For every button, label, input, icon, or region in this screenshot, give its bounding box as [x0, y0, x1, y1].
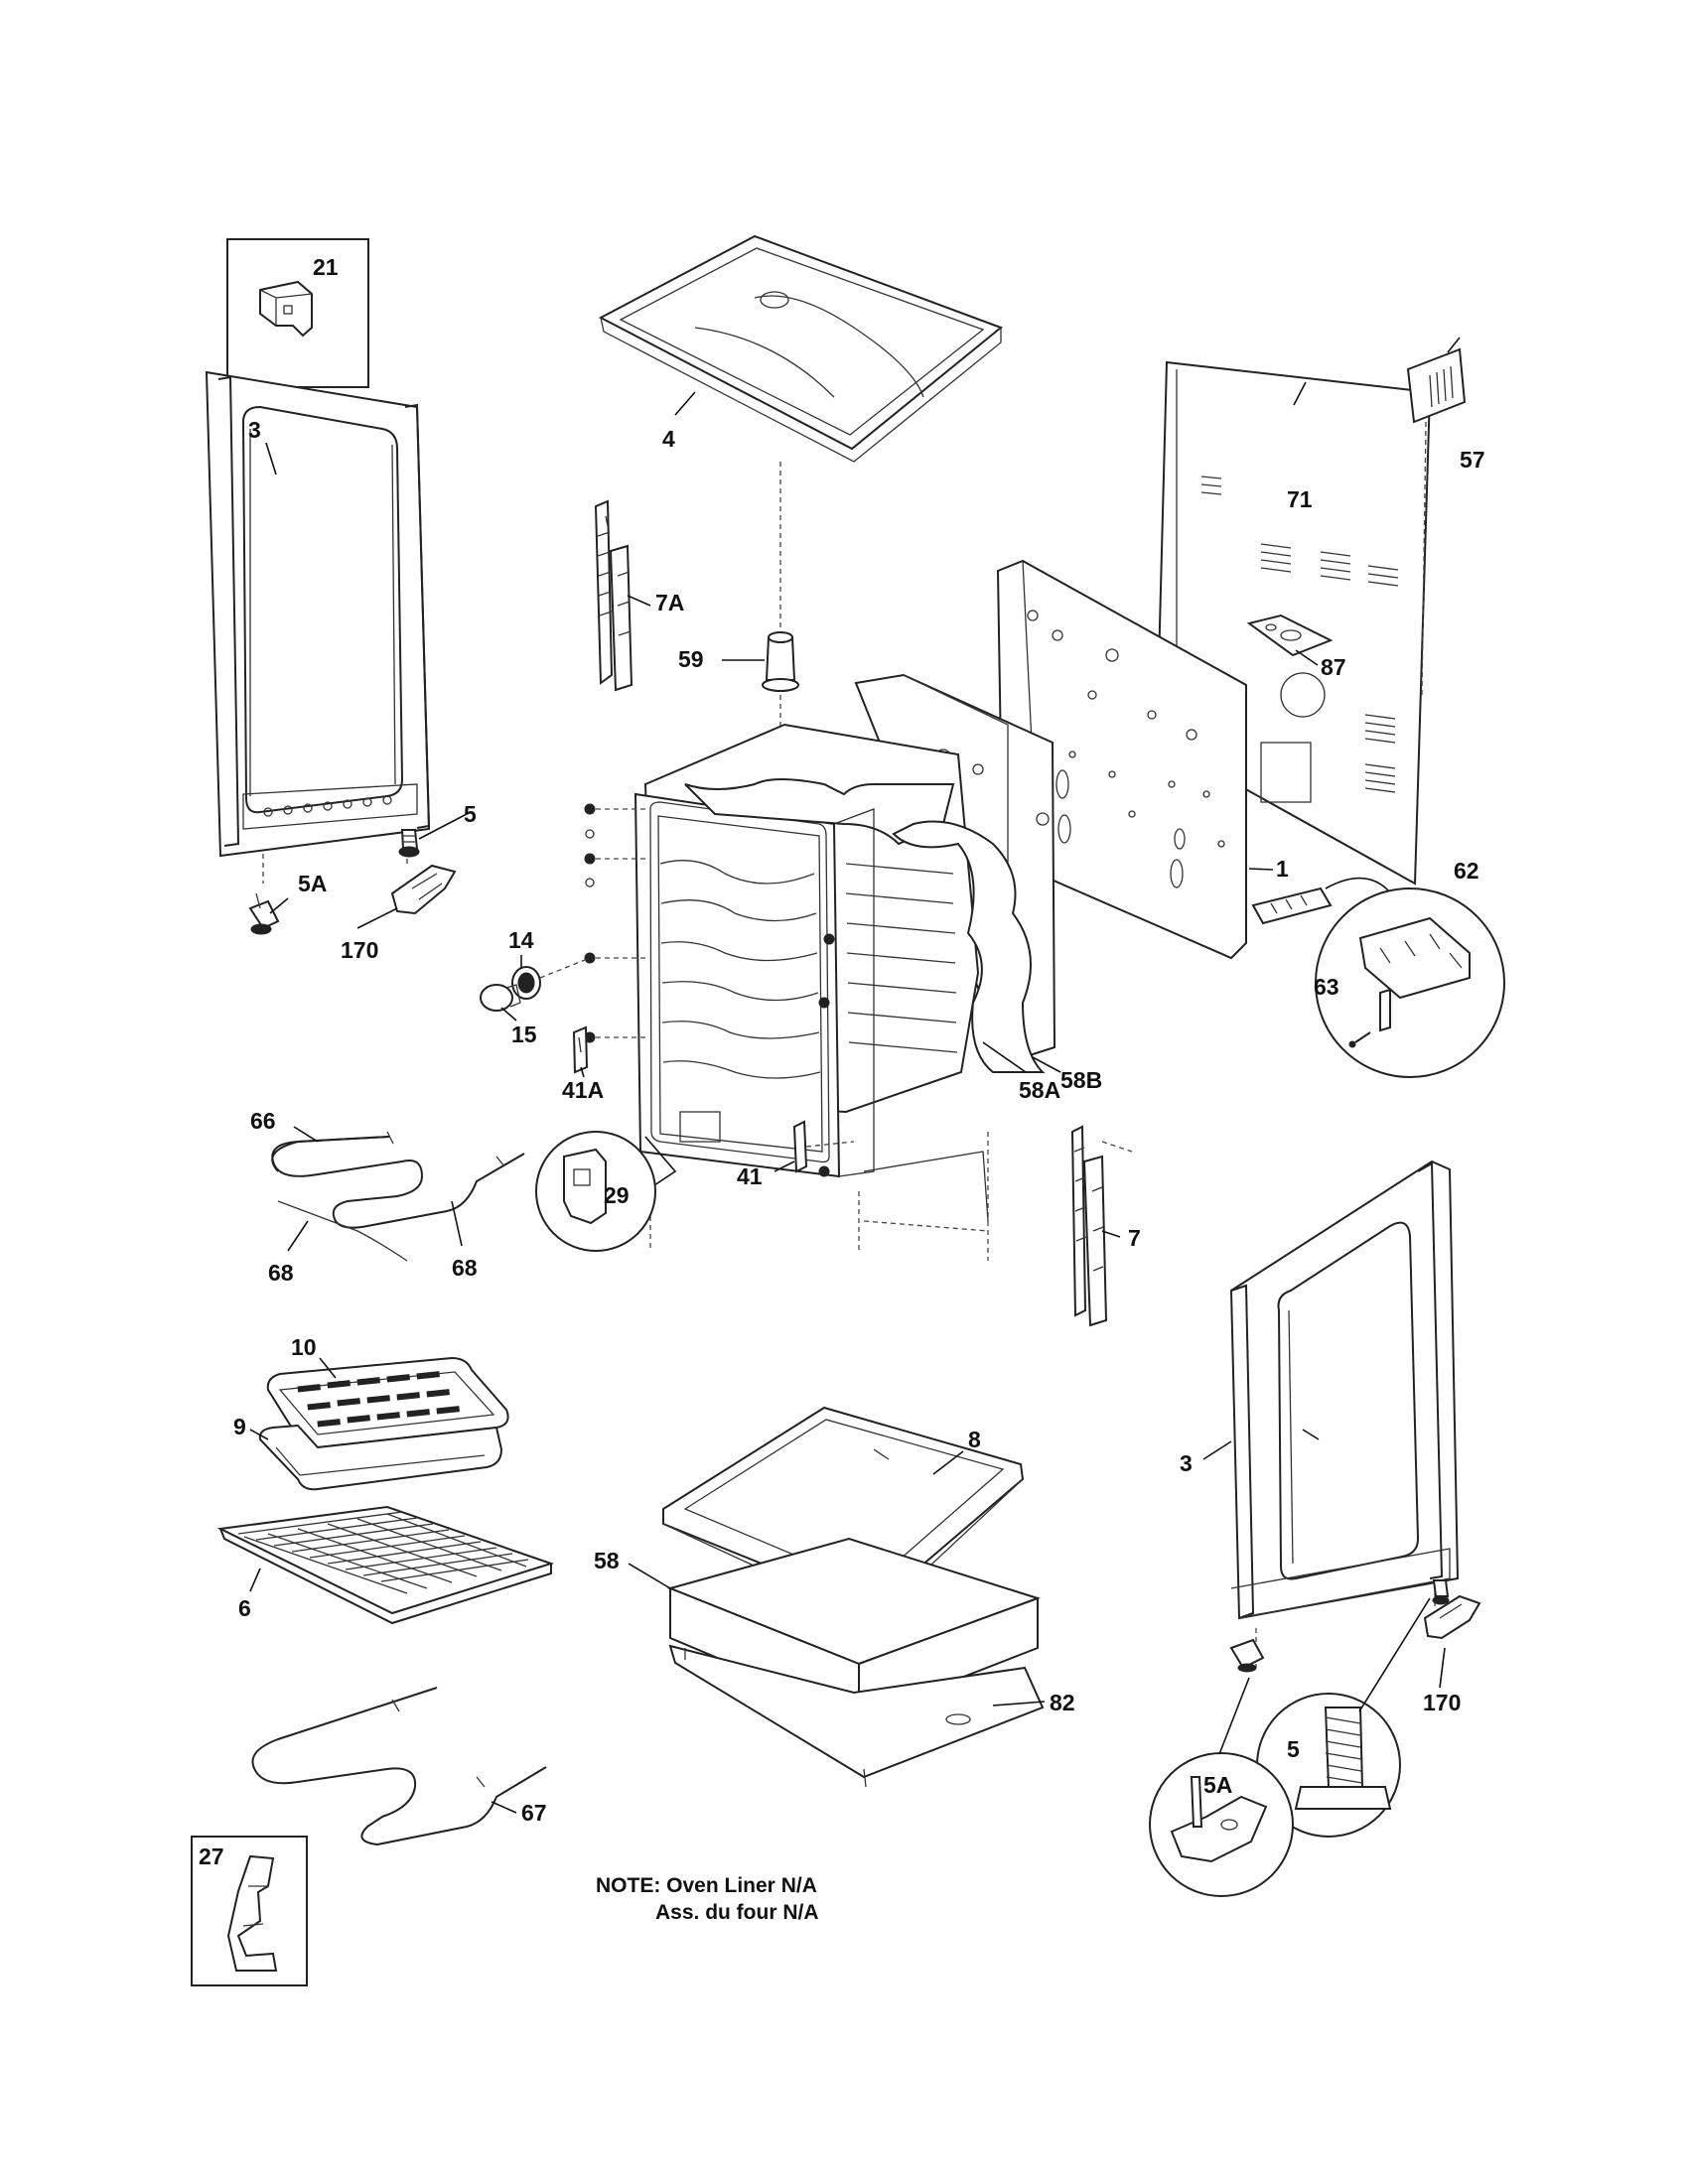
label-3-left: 3: [248, 417, 261, 443]
label-68-right: 68: [452, 1255, 478, 1281]
part-66-broil-element: [271, 1131, 525, 1229]
label-170-top: 170: [341, 937, 378, 963]
label-10: 10: [291, 1334, 317, 1360]
part-41-bracket: [792, 1120, 855, 1173]
callout-labels: 21 3 4 57 71 7A 59 87 5 5A 170 1 62 14 1…: [199, 254, 1485, 1869]
part-5-leveling-leg-right: [1432, 1579, 1450, 1605]
part-5A-leg-bracket: [248, 892, 280, 935]
part-7A-rack-support: [594, 499, 633, 692]
note-line-1: NOTE: Oven Liner N/A: [596, 1874, 817, 1897]
label-8: 8: [968, 1427, 981, 1452]
label-1: 1: [1276, 856, 1289, 882]
label-66: 66: [250, 1108, 276, 1134]
label-87: 87: [1321, 654, 1346, 680]
label-14: 14: [508, 927, 534, 953]
label-82: 82: [1050, 1690, 1075, 1715]
part-3-left-side-panel: [205, 370, 431, 884]
label-9: 9: [233, 1414, 246, 1439]
note-block: NOTE: Oven Liner N/A Ass. du four N/A: [596, 1874, 819, 1924]
label-27: 27: [199, 1843, 224, 1869]
label-3-right: 3: [1180, 1450, 1193, 1476]
part-21-inset: [226, 238, 369, 388]
label-63: 63: [1314, 974, 1339, 1000]
label-21: 21: [313, 254, 339, 280]
part-6-oven-rack: [216, 1505, 555, 1625]
label-41: 41: [737, 1163, 763, 1189]
leader-lines: [249, 337, 1461, 1814]
part-9-broiler-pan: [258, 1424, 503, 1491]
part-57-cover-plate: [1406, 347, 1467, 696]
label-5A-top: 5A: [298, 871, 327, 896]
part-5-inset: [1256, 1693, 1401, 1838]
part-4-top-panel: [598, 234, 1003, 645]
part-15-lamp-bulb: [480, 984, 521, 1012]
label-5A-bottom: 5A: [1203, 1772, 1232, 1798]
part-10-broiler-pan-insert: [266, 1356, 509, 1449]
note-line-2: Ass. du four N/A: [655, 1901, 819, 1924]
label-59: 59: [678, 646, 704, 672]
label-67: 67: [521, 1800, 547, 1826]
label-41A: 41A: [562, 1077, 604, 1103]
screws-left: [584, 803, 645, 1043]
part-170-anti-tip-bracket: [390, 864, 457, 915]
label-62: 62: [1454, 858, 1479, 884]
part-5A-inset: [1149, 1752, 1294, 1897]
label-7: 7: [1128, 1225, 1141, 1251]
part-82-drawer-bottom: [668, 1644, 1045, 1788]
label-7A: 7A: [655, 590, 684, 615]
label-170-bottom: 170: [1423, 1690, 1461, 1715]
part-68-terminal-wires: [277, 1200, 408, 1262]
part-67-bake-element: [251, 1687, 547, 1846]
label-71: 71: [1287, 486, 1313, 512]
label-57: 57: [1460, 447, 1485, 473]
part-62-terminal-block: [1251, 877, 1505, 1078]
part-27-inset: [191, 1836, 308, 1986]
part-14-lamp-socket: [511, 957, 591, 1000]
label-6: 6: [238, 1595, 251, 1621]
label-4: 4: [662, 426, 675, 452]
label-29: 29: [604, 1182, 630, 1208]
oven-cavity-assembly: [633, 673, 1056, 1261]
part-29-inset: [535, 1131, 656, 1252]
label-58B: 58B: [1060, 1067, 1102, 1093]
label-15: 15: [511, 1022, 537, 1047]
label-58A: 58A: [1019, 1077, 1060, 1103]
part-170-anti-tip-bracket-right: [1423, 1594, 1481, 1640]
label-58: 58: [594, 1548, 620, 1573]
label-5-top: 5: [464, 801, 477, 827]
part-3-right-side-panel: [1229, 1160, 1460, 1668]
part-5-leveling-leg: [398, 829, 420, 858]
label-5-bottom: 5: [1287, 1736, 1300, 1762]
part-7-rack-support: [1070, 1125, 1133, 1327]
part-5A-leg-bracket-right: [1229, 1638, 1265, 1673]
label-68-left: 68: [268, 1260, 294, 1286]
part-87-terminal-plate: [1246, 614, 1334, 657]
